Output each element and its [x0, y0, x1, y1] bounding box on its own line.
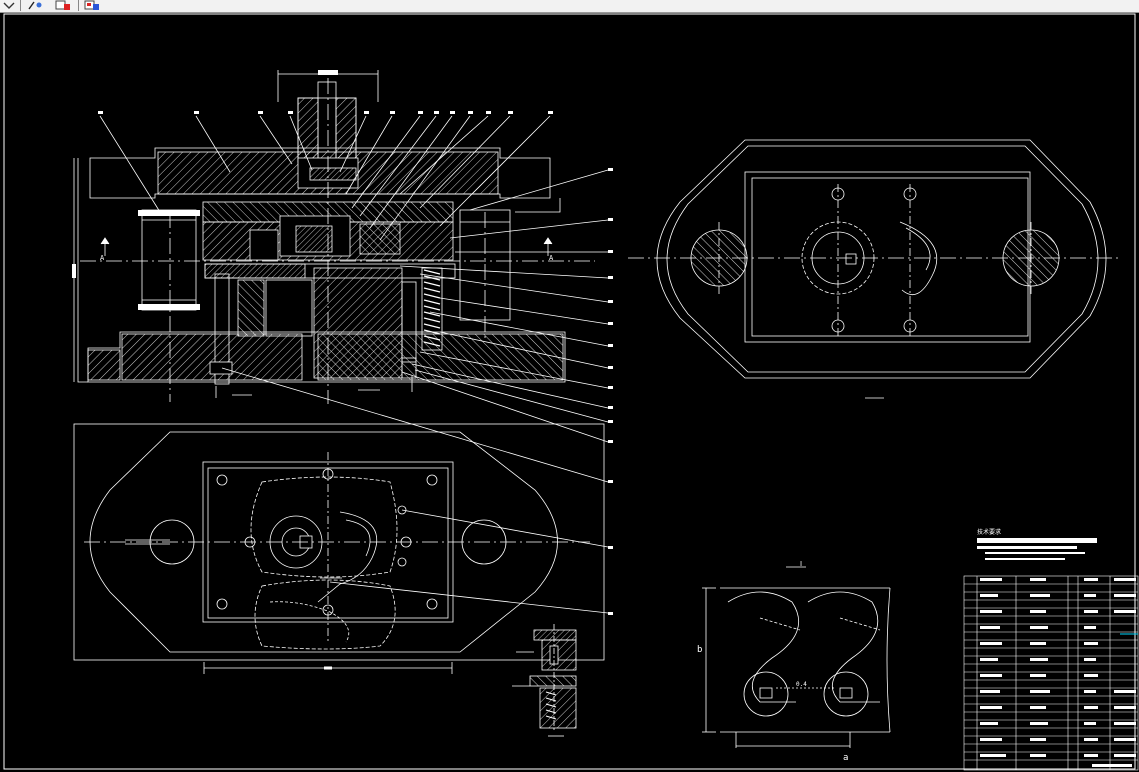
lower-plan-view — [73, 423, 609, 674]
detail-view — [512, 624, 577, 737]
gap-dimension-label: 0.4 — [796, 681, 807, 688]
dimension-a-label: a — [843, 753, 848, 763]
detail-label: Ⅰ — [800, 560, 802, 568]
parts-list-table — [963, 575, 1139, 771]
blue-tool-icon[interactable] — [82, 0, 102, 11]
section-marker-right: A — [549, 254, 554, 262]
balloon-numbers — [98, 111, 613, 615]
drawing-canvas[interactable]: A A Ⅰ 0.4 b a 技术要求 — [0, 12, 1139, 772]
parts-list-entries — [980, 578, 1136, 767]
red-tool-icon[interactable] — [53, 0, 73, 11]
tech-requirements-title: 技术要求 — [977, 528, 1001, 536]
technical-requirements — [977, 538, 1097, 560]
drawing-frame — [3, 13, 1136, 770]
dropdown-arrow-icon[interactable] — [2, 0, 16, 11]
section-marker-left: A — [100, 254, 105, 262]
toolbar-separator — [20, 0, 21, 11]
dimension-b-label: b — [697, 645, 702, 655]
upper-plan-view — [628, 139, 1122, 399]
toolbar-separator — [78, 0, 79, 11]
main-section-view — [72, 70, 609, 483]
pick-tool-icon[interactable] — [26, 0, 46, 11]
strip-layout — [702, 566, 891, 748]
toolbar — [0, 0, 1139, 13]
